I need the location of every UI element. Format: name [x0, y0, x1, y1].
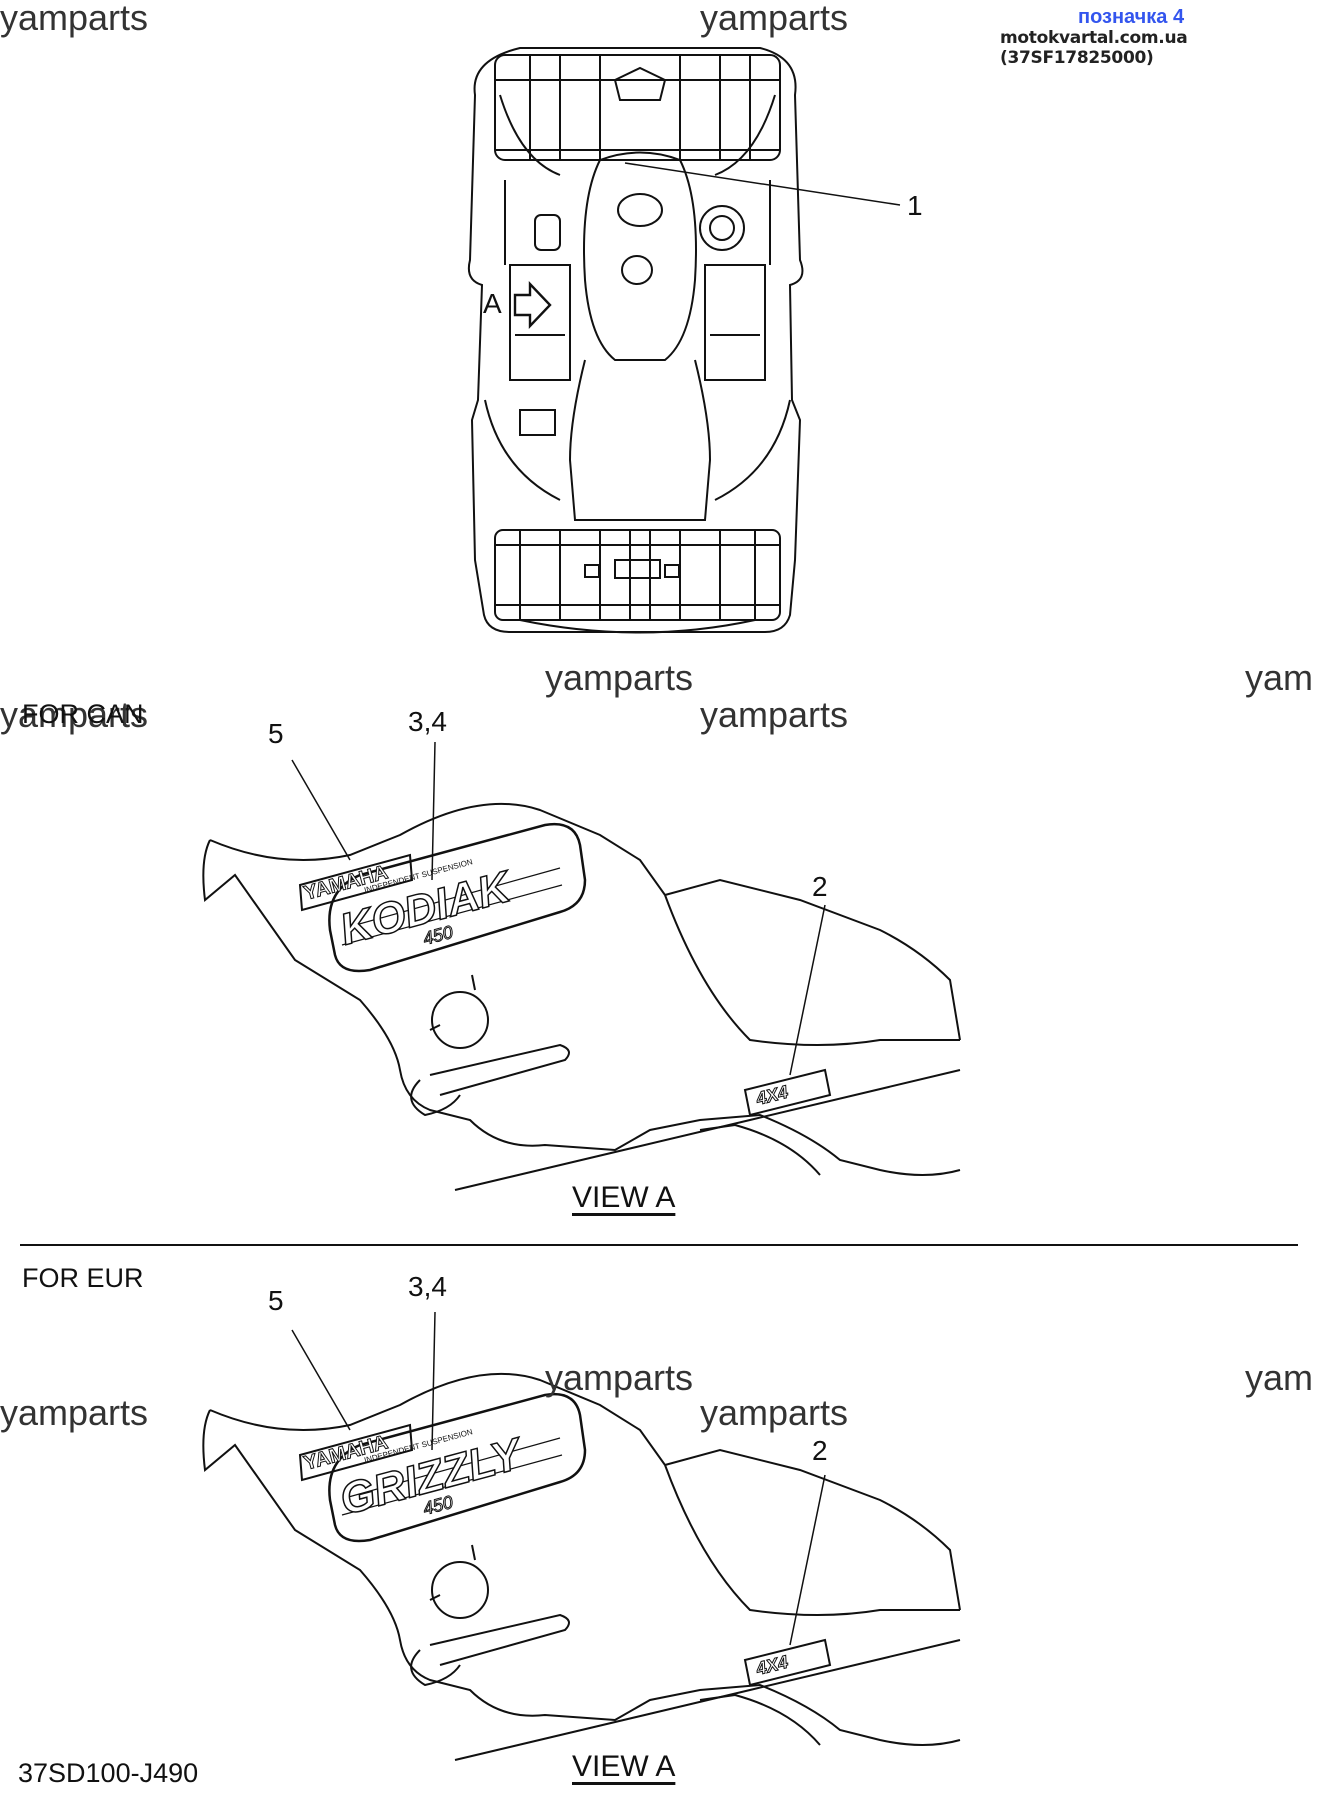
decal-4x4-eur: 4X4	[753, 1652, 790, 1679]
callout-3-4: 3,4	[408, 706, 447, 737]
callout-2: 2	[812, 1435, 828, 1466]
callout-5: 5	[268, 718, 284, 749]
badge-label[interactable]: позначка 4	[1078, 6, 1185, 28]
view-a-label: VIEW A	[572, 1750, 676, 1783]
atv-top-view	[467, 47, 901, 634]
callout-3-4: 3,4	[408, 1271, 447, 1302]
watermark: yamparts	[0, 694, 149, 735]
view-a-label: VIEW A	[572, 1181, 676, 1214]
heading-for-can: FOR CAN	[22, 699, 144, 729]
watermark: yamparts	[0, 0, 149, 38]
watermark: yamparts	[545, 657, 694, 698]
view-marker-a: A	[483, 288, 502, 319]
watermark-cut: yam	[1245, 1357, 1314, 1398]
part-code: 37SD100-J490	[18, 1758, 199, 1788]
side-view-eur	[202, 1311, 961, 1761]
callout-5: 5	[268, 1285, 284, 1316]
callout-2: 2	[812, 871, 828, 902]
watermark: yamparts	[700, 0, 849, 38]
side-view-can	[202, 741, 961, 1191]
watermark: yamparts	[0, 1392, 149, 1433]
heading-for-eur: FOR EUR	[22, 1263, 144, 1293]
watermark: yamparts	[700, 1392, 849, 1433]
watermark: yamparts	[545, 1357, 694, 1398]
watermark-cut: yam	[1245, 657, 1314, 698]
watermark: yamparts	[700, 694, 849, 735]
callout-1: 1	[907, 190, 923, 221]
source-label: motokvartal.com.ua (37SF17825000)	[1000, 28, 1188, 68]
